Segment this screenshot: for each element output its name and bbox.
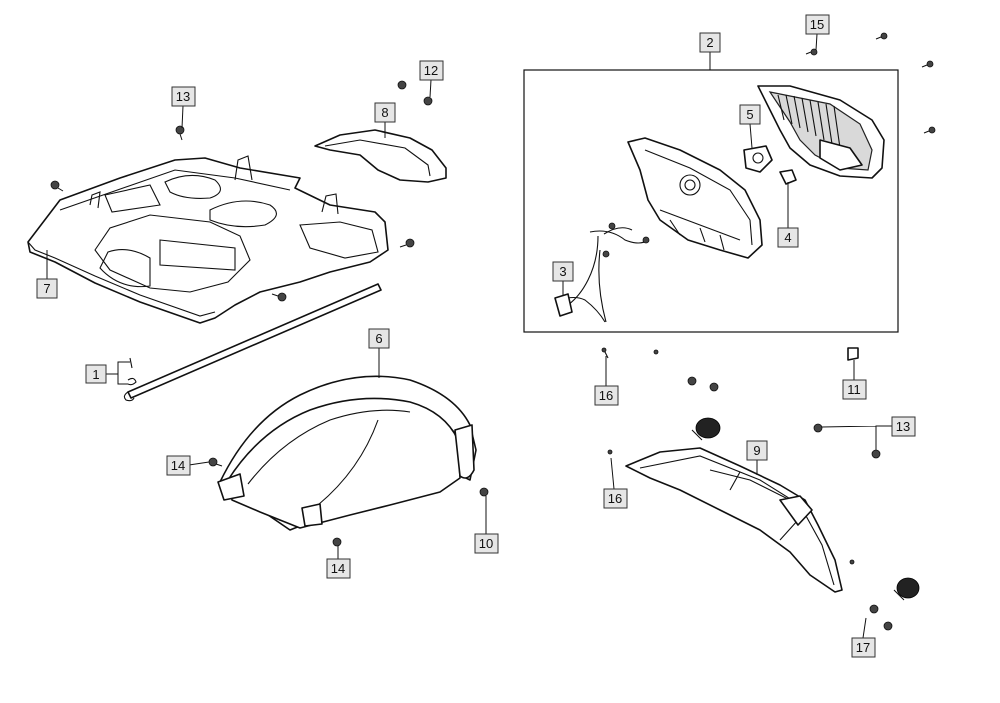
callout-12: 12 xyxy=(419,60,444,81)
clip-icon xyxy=(127,357,137,386)
callout-15-label: 15 xyxy=(810,17,824,32)
callout-16-upper-label: 16 xyxy=(599,388,613,403)
nut-icon xyxy=(813,423,823,433)
callout-14-bottom-label: 14 xyxy=(331,561,345,576)
callout-11: 11 xyxy=(842,379,867,400)
screw-icon xyxy=(50,180,64,192)
part-2-assembly-frame xyxy=(523,69,899,333)
callout-10-label: 10 xyxy=(479,536,493,551)
callout-12-label: 12 xyxy=(424,63,438,78)
callout-17: 17 xyxy=(851,637,876,658)
callout-1: 1 xyxy=(85,364,107,384)
part-6-rear-fender xyxy=(217,375,477,531)
nut-icon xyxy=(397,80,407,90)
callout-7-label: 7 xyxy=(43,281,50,296)
callout-13-left: 13 xyxy=(171,86,196,107)
screw-icon xyxy=(923,126,936,134)
reflector-icon-a xyxy=(691,417,721,441)
callout-14-left: 14 xyxy=(166,455,191,476)
callout-14-left-label: 14 xyxy=(171,458,185,473)
clip-icon xyxy=(847,347,859,361)
pin-icon xyxy=(601,347,609,359)
callout-14-bottom: 14 xyxy=(326,558,351,579)
part-5-bulb-socket xyxy=(743,145,773,173)
callout-3: 3 xyxy=(552,261,574,282)
nut-icon xyxy=(687,376,697,386)
screw-icon xyxy=(208,457,223,467)
nut-icon xyxy=(871,449,881,459)
callout-4: 4 xyxy=(777,227,799,248)
part-4-bulb xyxy=(779,169,797,185)
callout-2-label: 2 xyxy=(706,35,713,50)
callout-16-lower-label: 16 xyxy=(608,491,622,506)
pin-icon xyxy=(653,349,659,355)
nut-icon xyxy=(423,96,433,106)
callout-10: 10 xyxy=(474,533,499,554)
screw-icon xyxy=(399,238,415,248)
pin-icon xyxy=(849,559,855,565)
callout-5: 5 xyxy=(739,104,761,125)
callout-4-label: 4 xyxy=(784,230,791,245)
callout-9-label: 9 xyxy=(753,443,760,458)
callout-6: 6 xyxy=(368,328,390,349)
part-9-license-bracket xyxy=(625,447,843,593)
callout-9: 9 xyxy=(746,440,768,461)
screw-icon xyxy=(479,487,489,497)
callout-8-label: 8 xyxy=(381,105,388,120)
callout-13-left-label: 13 xyxy=(176,89,190,104)
callout-16-upper: 16 xyxy=(594,385,619,406)
part-3-wiring-harness xyxy=(554,222,650,323)
part-1-strap xyxy=(123,283,382,402)
callout-8: 8 xyxy=(374,102,396,123)
callout-11-label: 11 xyxy=(847,382,861,397)
callout-5-label: 5 xyxy=(746,107,753,122)
screw-icon xyxy=(875,32,888,40)
callout-16-lower: 16 xyxy=(603,488,628,509)
screw-icon xyxy=(271,292,287,302)
nut-icon xyxy=(709,382,719,392)
part-8-small-cover xyxy=(314,129,447,183)
callout-6-label: 6 xyxy=(375,331,382,346)
callout-3-label: 3 xyxy=(559,264,566,279)
part-7-rear-undercover xyxy=(27,155,389,324)
part-2-lamp-housing xyxy=(627,137,763,259)
reflector-icon-b xyxy=(893,577,920,601)
screw-icon xyxy=(921,60,934,68)
callout-15: 15 xyxy=(805,14,830,35)
callout-7: 7 xyxy=(36,278,58,299)
leader-lines xyxy=(46,33,892,639)
part-2-lamp-lens xyxy=(757,85,885,179)
callout-13-right: 13 xyxy=(891,416,916,437)
screw-icon xyxy=(805,48,818,56)
nut-icon xyxy=(883,621,893,631)
callout-2: 2 xyxy=(699,32,721,53)
screw-icon xyxy=(332,537,342,547)
nut-icon xyxy=(869,604,879,614)
screw-icon xyxy=(175,125,185,141)
pin-icon xyxy=(607,449,613,455)
callout-17-label: 17 xyxy=(856,640,870,655)
callout-13-right-label: 13 xyxy=(896,419,910,434)
callout-1-label: 1 xyxy=(92,367,99,382)
